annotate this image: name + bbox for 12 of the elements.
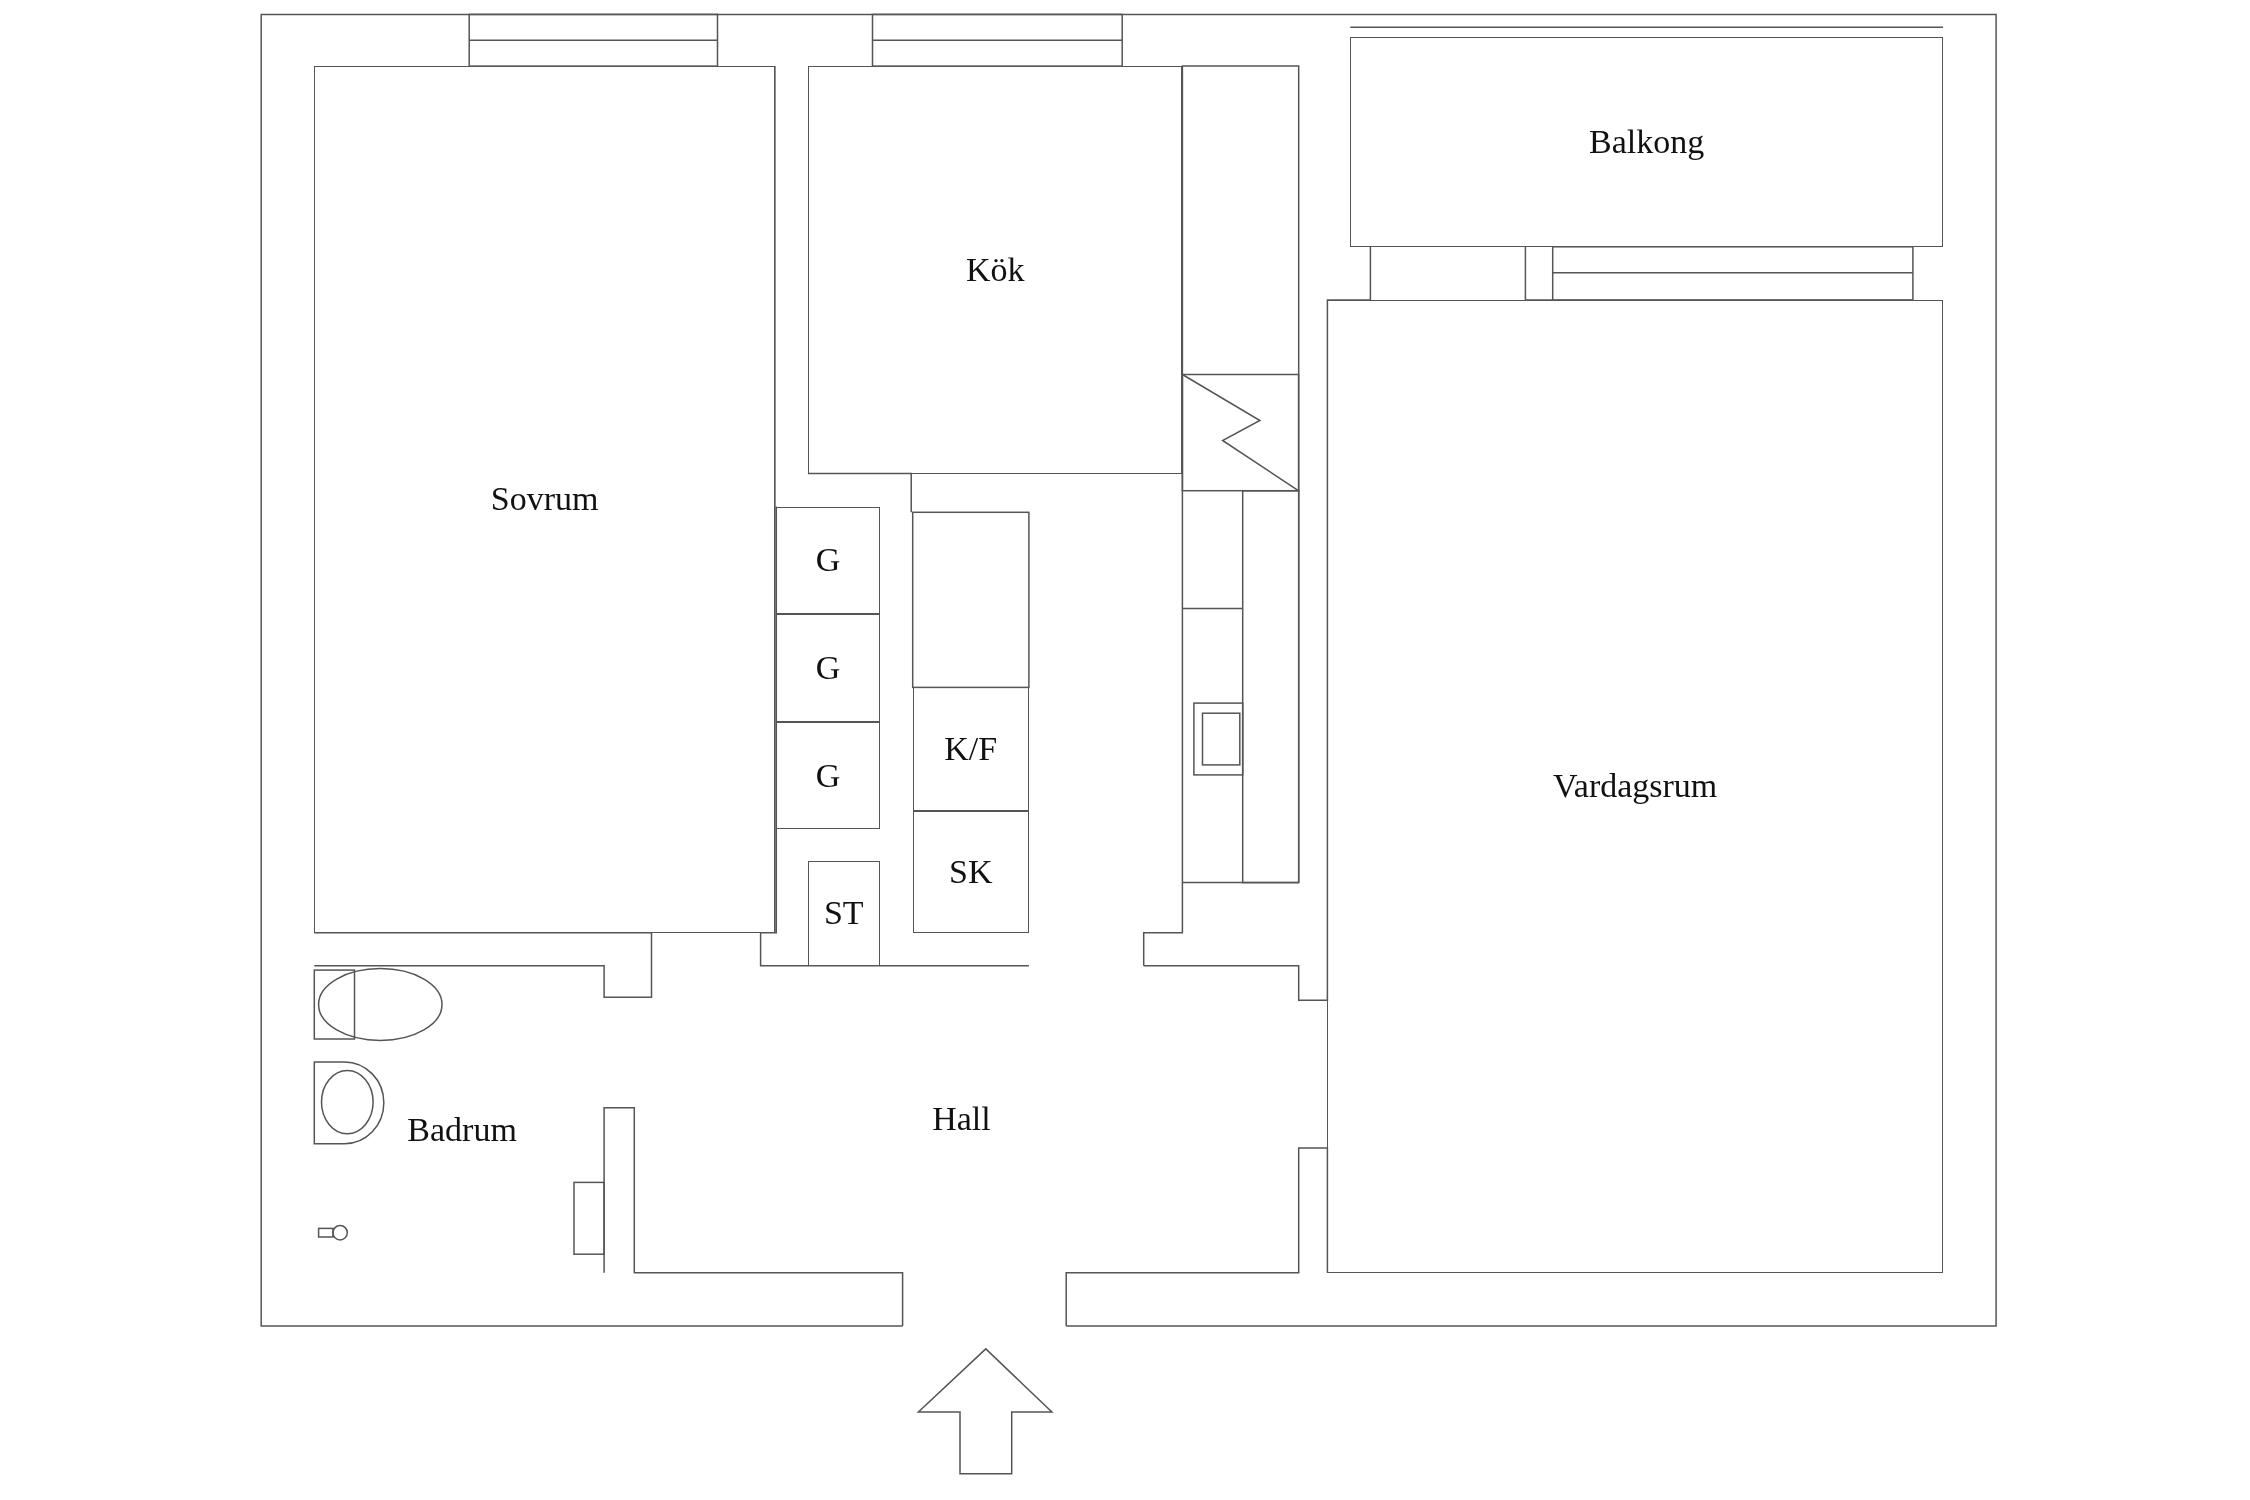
cabinet-box: G: [776, 721, 880, 830]
appliance-box: K/F: [912, 687, 1029, 811]
room-label: Badrum: [407, 1111, 517, 1150]
cabinet-box: G: [776, 506, 880, 615]
cabinet-box: SK: [912, 810, 1029, 933]
cabinet-box: G: [776, 614, 880, 722]
room-area: Sovrum: [314, 66, 775, 933]
room-area: Vardagsrum: [1327, 299, 1943, 1273]
cabinet-box: ST: [807, 861, 880, 966]
room-label: Hall: [932, 1100, 991, 1139]
room-area: Kök: [807, 66, 1183, 474]
room-area: Balkong: [1350, 37, 1943, 247]
